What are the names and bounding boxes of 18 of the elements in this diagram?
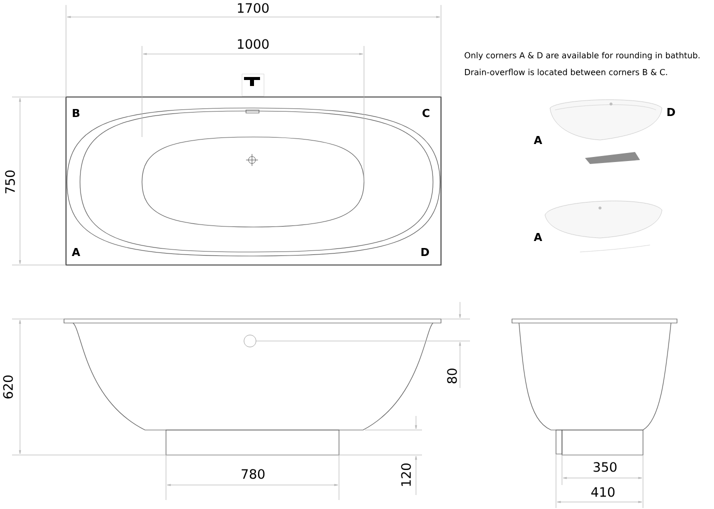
- corner-label: A: [532, 232, 544, 242]
- dimension-text: 120: [400, 462, 412, 488]
- note-text: Only corners A & D are available for rounding in bathtub.: [463, 51, 702, 61]
- dimension-text: 1700: [236, 2, 270, 14]
- dimension-text: 80: [446, 366, 458, 386]
- note-text: Drain-overflow is located between corners B & C.: [463, 68, 669, 76]
- corner-label: C: [421, 108, 432, 118]
- dimension-text: 410: [590, 486, 616, 498]
- corner-label: A: [532, 135, 544, 145]
- dimension-text: 1000: [236, 38, 270, 50]
- corner-label: D: [419, 247, 431, 257]
- corner-label: D: [665, 107, 677, 117]
- dimension-text: 350: [592, 461, 618, 473]
- dimension-text: 780: [240, 468, 266, 480]
- corner-label: A: [70, 247, 82, 257]
- corner-label: B: [70, 108, 82, 118]
- dimension-text: 620: [2, 374, 14, 400]
- dimension-text: 750: [4, 168, 16, 196]
